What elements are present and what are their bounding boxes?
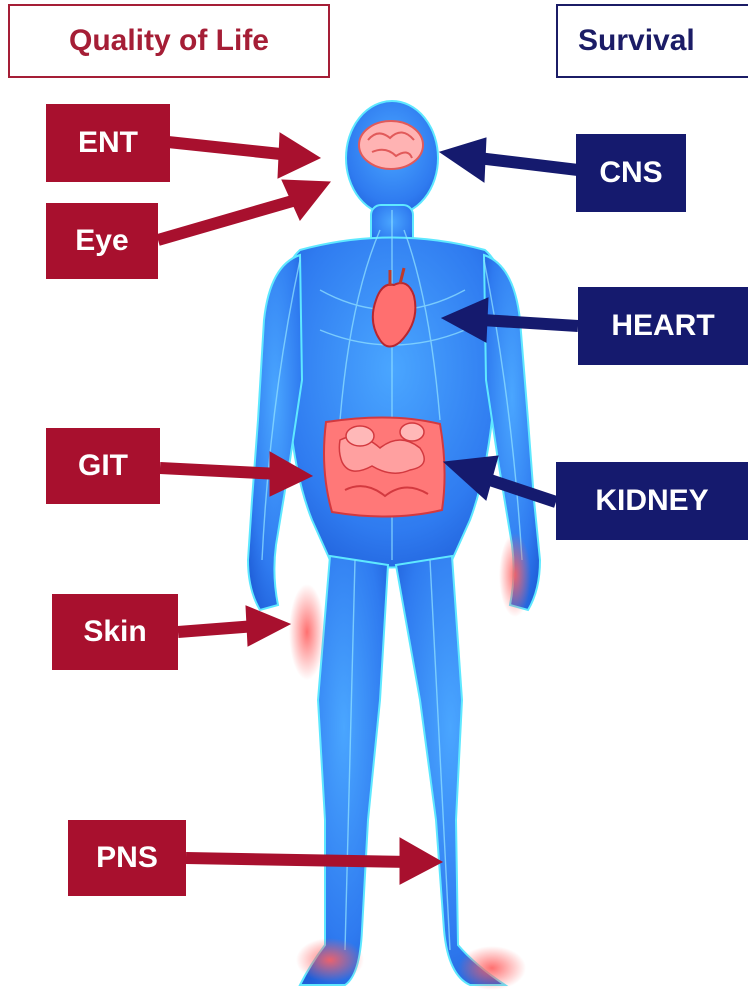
arrow-ent: [168, 133, 320, 178]
body-silhouette: [248, 101, 540, 985]
label-eye: Eye: [46, 203, 158, 279]
intestines: [324, 417, 445, 516]
label-skin: Skin: [52, 594, 178, 670]
label-pns: PNS: [68, 820, 186, 896]
arrow-eye: [158, 180, 330, 240]
arrow-pns: [186, 838, 442, 884]
label-heart: HEART: [578, 287, 748, 365]
label-kidney: KIDNEY: [556, 462, 748, 540]
quality-of-life-header: Quality of Life: [8, 4, 330, 78]
label-cns: CNS: [576, 134, 686, 212]
brain: [359, 121, 423, 169]
arrow-cns: [440, 138, 578, 182]
label-ent: ENT: [46, 104, 170, 182]
survival-header: Survival: [556, 4, 748, 78]
arrow-skin: [178, 606, 290, 646]
label-git: GIT: [46, 428, 160, 504]
